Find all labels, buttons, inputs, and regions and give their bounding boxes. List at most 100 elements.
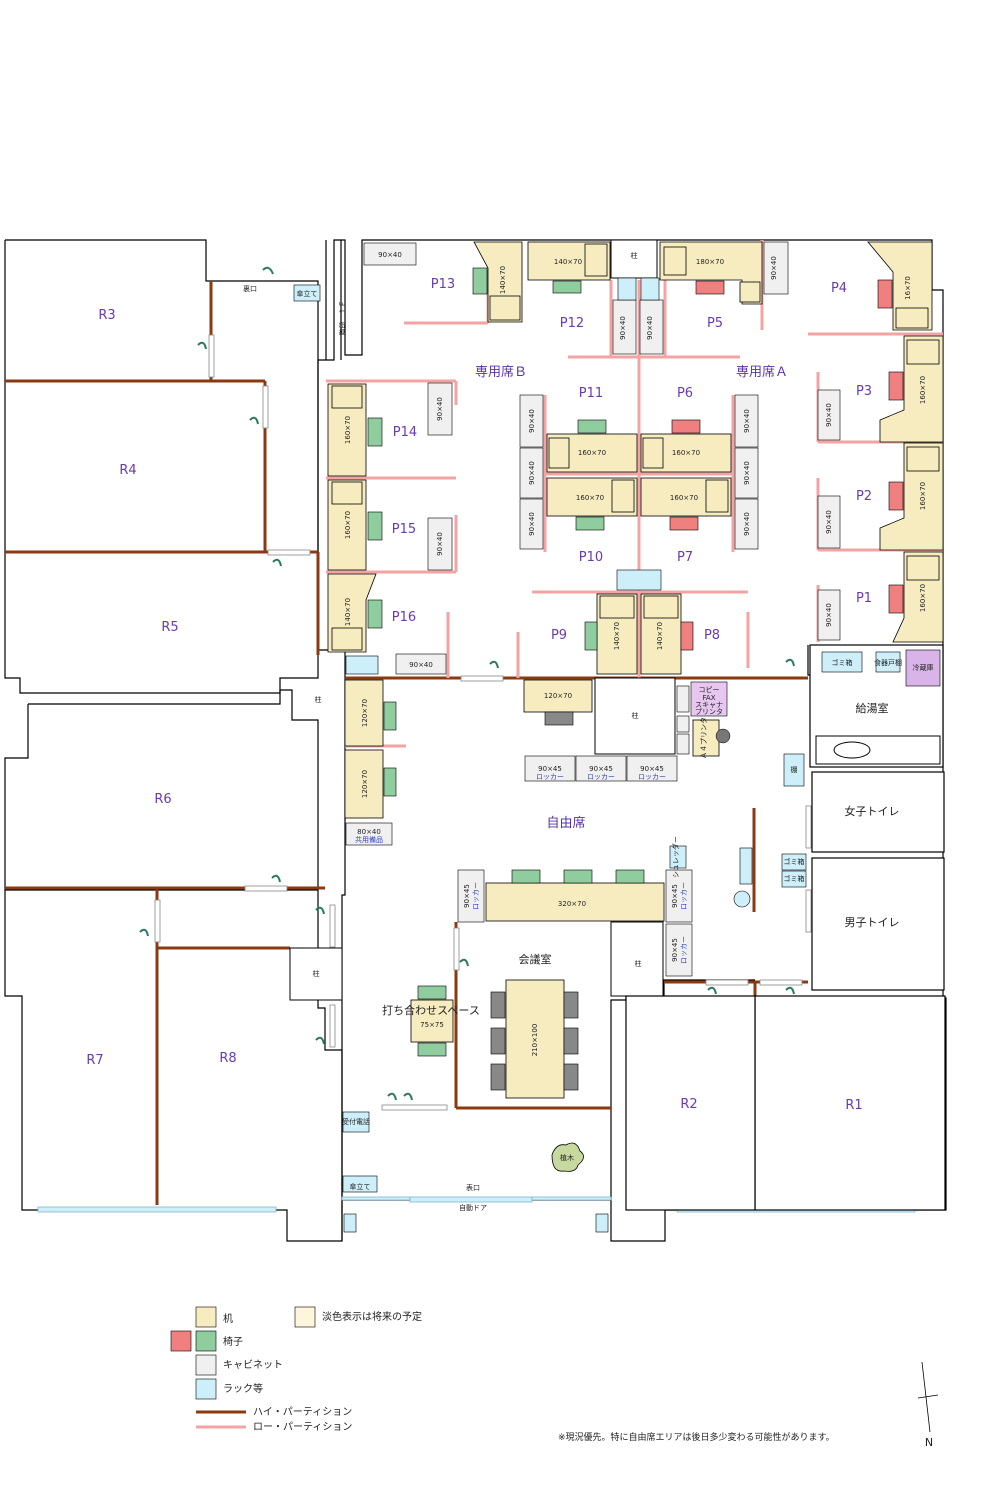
- size-label: 90×40: [825, 603, 833, 627]
- door-swing-arrow: [271, 874, 281, 883]
- desk-monitor: [906, 339, 940, 365]
- size-label: 120×70: [544, 692, 572, 700]
- rack: [821, 651, 863, 673]
- room-label-r3: R3: [98, 308, 115, 323]
- chair: [490, 1027, 506, 1055]
- locker-label: ロッカー: [680, 882, 688, 910]
- seat-label-p6: P6: [677, 386, 693, 401]
- cabinet: [427, 382, 453, 436]
- desk-monitor: [611, 479, 635, 513]
- chair: [367, 511, 383, 541]
- size-label: 120×70: [361, 770, 369, 798]
- desk-monitor: [331, 481, 363, 505]
- legend-label-low-partition: ロー・パーティション: [253, 1421, 352, 1433]
- size-label: 90×45: [463, 884, 471, 908]
- cabinet: [734, 447, 759, 499]
- room-label-r5: R5: [161, 620, 178, 635]
- cabinets: [345, 241, 841, 977]
- room-label-r1: R1: [845, 1098, 862, 1113]
- chair: [417, 985, 447, 1000]
- copier: [690, 681, 728, 717]
- chairs-red: [669, 279, 904, 651]
- chair: [563, 1063, 579, 1091]
- door[interactable]: [329, 904, 336, 948]
- door-swing-arrow: [315, 1036, 325, 1045]
- legend-label-desk: 机: [223, 1312, 233, 1325]
- copier-label: FAX: [703, 694, 716, 702]
- legend-swatch-chair-red: [170, 1330, 192, 1352]
- desk-free-left-bottom: [344, 749, 384, 819]
- size-label: 160×70: [919, 376, 927, 404]
- wall-top-main: [325, 239, 944, 645]
- chair: [615, 869, 645, 884]
- size-label: 140×70: [499, 266, 507, 294]
- cabinet: [817, 589, 841, 641]
- plant-label: 植木: [560, 1153, 574, 1162]
- legend: 机 淡色表示は将来の予定 椅子 キャビネット ラック等 ハイ・パーティション ロ…: [170, 1306, 422, 1433]
- pillar: [610, 921, 664, 997]
- rack: [617, 277, 637, 301]
- desks: [327, 241, 944, 1099]
- size-label: 90×40: [770, 256, 778, 280]
- size-label: 210×100: [531, 1024, 539, 1057]
- size-label: 140×70: [554, 258, 582, 266]
- door[interactable]: [805, 889, 812, 933]
- size-label: 80×40: [357, 828, 381, 836]
- desk-monitor: [739, 281, 761, 303]
- wall-left-lower: [4, 890, 343, 1242]
- door[interactable]: [262, 385, 269, 429]
- rack: [345, 655, 379, 675]
- door[interactable]: [244, 885, 288, 892]
- desk-long: [485, 882, 665, 922]
- reception-phone-label: 受付電話: [342, 1117, 370, 1126]
- legend-label-rack: ラック等: [223, 1382, 263, 1395]
- cabinet: [676, 733, 690, 755]
- door[interactable]: [154, 899, 161, 943]
- door[interactable]: [460, 675, 504, 682]
- size-label: 90×40: [378, 251, 402, 259]
- chair: [383, 767, 397, 797]
- seat-label-p1: P1: [856, 591, 872, 606]
- door[interactable]: [267, 549, 311, 556]
- chair: [577, 419, 607, 434]
- seat-label-p9: P9: [551, 628, 567, 643]
- cabinet: [519, 498, 544, 550]
- zone-label-reserved-b: 専用席Ｂ: [475, 364, 527, 380]
- seat-label-p4: P4: [831, 281, 847, 296]
- size-label: 90×40: [528, 512, 536, 536]
- size-label: 90×40: [528, 461, 536, 485]
- window: [531, 1196, 612, 1201]
- desk-monitor: [663, 246, 687, 276]
- cabinet: [345, 822, 393, 846]
- window: [37, 1206, 277, 1213]
- cabinet: [817, 389, 841, 441]
- door[interactable]: [208, 334, 215, 378]
- door[interactable]: [453, 927, 460, 971]
- door[interactable]: [381, 1104, 448, 1111]
- door[interactable]: [759, 979, 803, 986]
- seat-label-p14: P14: [393, 425, 417, 440]
- chair: [544, 711, 574, 726]
- umbrella-stand-label: 傘立て: [297, 289, 318, 298]
- size-label: 320×70: [558, 900, 586, 908]
- chair: [490, 991, 506, 1019]
- legend-swatch-rack: [195, 1378, 217, 1400]
- rack: [640, 277, 660, 301]
- desk-free-left-top: [344, 679, 384, 747]
- size-label: 90×40: [743, 512, 751, 536]
- pillar: [594, 677, 676, 755]
- size-label: 180×70: [696, 258, 724, 266]
- compass: N: [917, 1361, 939, 1449]
- desk-monitor: [331, 385, 363, 409]
- size-label: 90×40: [409, 661, 433, 669]
- door[interactable]: [705, 979, 749, 986]
- door[interactable]: [805, 805, 812, 849]
- stairs-label: 階段 １Ｆ: [338, 301, 347, 336]
- shared-supplies-label: 共用備品: [355, 835, 383, 844]
- door[interactable]: [329, 1004, 336, 1048]
- cabinet: [763, 241, 789, 295]
- room-label-r4: R4: [119, 463, 136, 478]
- chair: [563, 991, 579, 1019]
- shelf-label: 棚: [791, 765, 798, 774]
- size-label: 90×40: [436, 532, 444, 556]
